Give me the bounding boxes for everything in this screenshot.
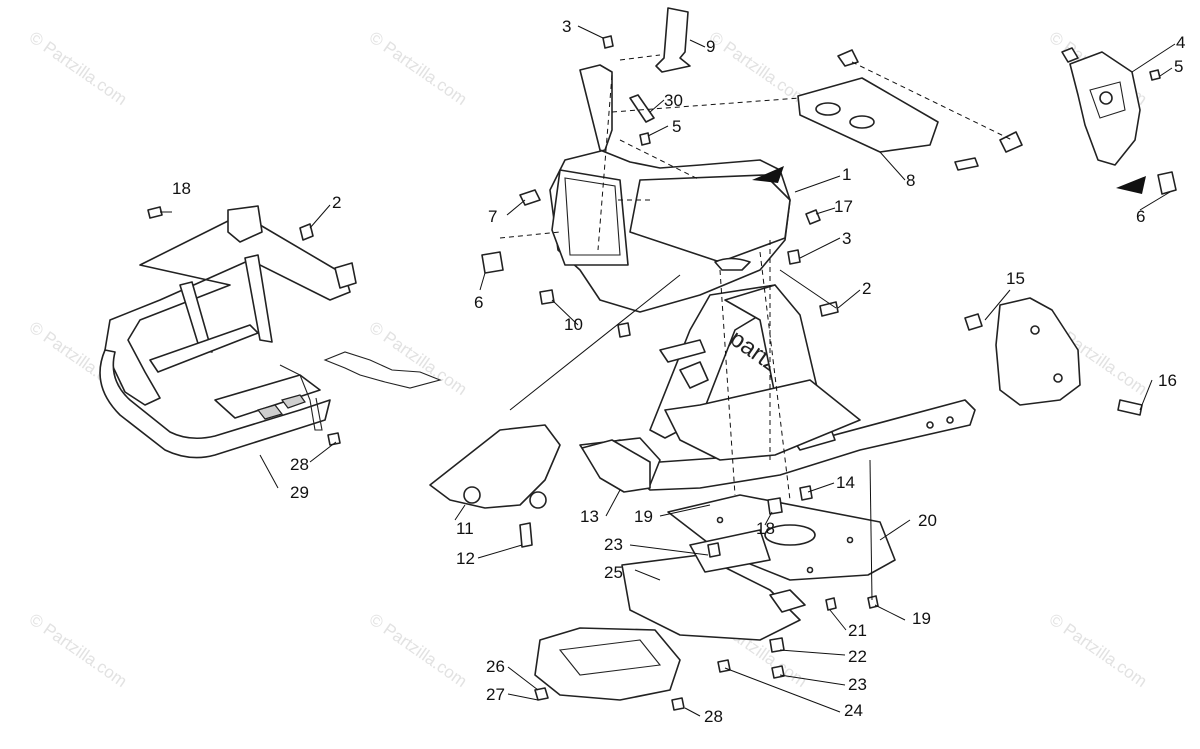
steering-support-4 bbox=[851, 47, 1177, 195]
bracket-30 bbox=[629, 94, 655, 123]
callout-2: 2 bbox=[862, 279, 871, 298]
fasteners bbox=[147, 35, 879, 711]
callout-26: 26 bbox=[486, 657, 505, 676]
watermark-text: © Partzilla.com bbox=[366, 28, 471, 109]
callout-20: 20 bbox=[918, 511, 937, 530]
watermark-text: © Partzilla.com bbox=[366, 318, 471, 399]
callout-28: 28 bbox=[704, 707, 723, 726]
bracket-11 bbox=[429, 424, 561, 548]
callout-2: 2 bbox=[332, 193, 341, 212]
callout-23: 23 bbox=[848, 675, 867, 694]
callout-7: 7 bbox=[488, 207, 497, 226]
callout-5: 5 bbox=[672, 117, 681, 136]
watermark-text: © Partzilla.com bbox=[366, 610, 471, 691]
callout-labels: 3 9 30 5 4 5 8 1 6 18 2 7 17 3 6 2 15 10… bbox=[172, 17, 1185, 726]
callout-16: 16 bbox=[1158, 371, 1177, 390]
callout-10: 10 bbox=[564, 315, 583, 334]
windshield bbox=[655, 7, 691, 73]
callout-4: 4 bbox=[1176, 33, 1185, 52]
leader-lines bbox=[160, 25, 1176, 717]
callout-8: 8 bbox=[906, 171, 915, 190]
callout-23: 23 bbox=[604, 535, 623, 554]
callout-29: 29 bbox=[290, 483, 309, 502]
callout-27: 27 bbox=[486, 685, 505, 704]
watermark-layer: © Partzilla.com © Partzilla.com © Partzi… bbox=[26, 28, 1151, 691]
front-bumper bbox=[99, 205, 442, 459]
callout-21: 21 bbox=[848, 621, 867, 640]
callout-11: 11 bbox=[456, 519, 474, 538]
bracket-26 bbox=[534, 627, 681, 701]
callout-25: 25 bbox=[604, 563, 623, 582]
callout-9: 9 bbox=[706, 37, 715, 56]
callout-13: 13 bbox=[580, 507, 599, 526]
callout-19: 19 bbox=[912, 609, 931, 628]
callout-18: 18 bbox=[756, 519, 775, 538]
direction-arrows bbox=[752, 166, 1146, 194]
nose-pan bbox=[519, 64, 791, 313]
watermark-text: © Partzilla.com bbox=[1046, 610, 1151, 691]
top-plate-8 bbox=[797, 49, 939, 153]
callout-6: 6 bbox=[474, 293, 483, 312]
callout-3: 3 bbox=[842, 229, 851, 248]
callout-30: 30 bbox=[664, 91, 683, 110]
bumper-6 bbox=[481, 251, 504, 274]
watermark-text: © Partzilla.com bbox=[706, 28, 811, 109]
callout-18: 18 bbox=[172, 179, 191, 198]
callout-22: 22 bbox=[848, 647, 867, 666]
callout-3: 3 bbox=[562, 17, 571, 36]
callout-19: 19 bbox=[634, 507, 653, 526]
callout-17: 17 bbox=[834, 197, 853, 216]
skid-plate-25 bbox=[621, 529, 806, 641]
arrow-icon bbox=[752, 166, 784, 183]
callout-14: 14 bbox=[836, 473, 855, 492]
callout-28: 28 bbox=[290, 455, 309, 474]
watermark-text: © Partzilla.com bbox=[26, 610, 131, 691]
watermark-text: © Partzilla.com bbox=[26, 28, 131, 109]
arrow-icon bbox=[1116, 176, 1146, 194]
callout-12: 12 bbox=[456, 549, 475, 568]
callout-6: 6 bbox=[1136, 207, 1145, 226]
callout-5: 5 bbox=[1174, 57, 1183, 76]
bracket-13 bbox=[581, 439, 651, 493]
skid-plate-20 bbox=[667, 494, 896, 581]
callout-1: 1 bbox=[842, 165, 851, 184]
callout-24: 24 bbox=[844, 701, 863, 720]
callout-15: 15 bbox=[1006, 269, 1025, 288]
bracket-15 bbox=[964, 297, 1143, 416]
